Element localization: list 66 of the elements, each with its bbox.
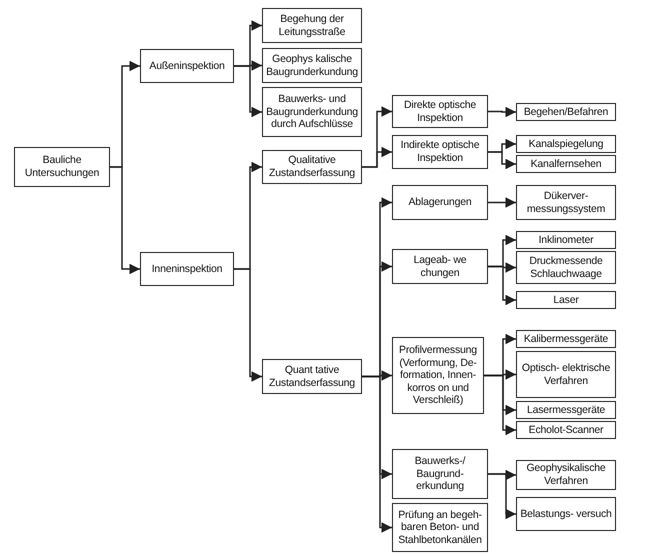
process-box [516,421,616,439]
process-box [516,155,616,173]
box-label: Geophysikalische Verfahren [525,462,607,488]
process-box [392,185,488,220]
process-box [516,135,616,153]
box-label: Indirekte optische Inspektion [400,139,480,165]
process-box [262,87,362,137]
arrow [362,376,392,533]
box-label: Qualitative Zustandserfassung [268,154,356,180]
box-label: Begehen/Befahren [524,106,608,118]
box-label: Geophys kalische Baugrunderkundung [265,52,359,78]
arrow [488,197,516,208]
box-label: Druckmessende Schlauchwaage [528,254,604,280]
arrow [488,151,516,170]
process-box [516,103,616,121]
process-box [262,150,362,184]
process-box [516,185,616,220]
process-box [516,251,616,284]
process-box [516,460,616,490]
process-box [392,337,484,414]
process-box [140,252,234,286]
process-box [392,135,488,169]
box-label: Kanalspiegelung [528,138,604,150]
process-box [392,249,488,284]
box-label: Inneninspektion [152,262,222,276]
box-label: Profilvermessung (Verformung, De- formation, Innen- korros on und Verschleiß) [398,344,478,407]
box-label: Bauliche Untersuchungen [24,154,100,180]
box-label: Begehung der Leitungsstraße [278,12,346,38]
box-label: Inklinometer [538,234,594,246]
process-box [516,231,616,249]
box-label: Dükerver- messungssystem [526,190,606,216]
process-box [516,351,616,398]
process-box [516,330,616,348]
arrow [362,146,392,168]
process-box [392,95,488,128]
box-label: Außeninspektion [149,60,225,72]
process-box [14,147,110,187]
process-box [392,449,488,499]
box-label: Kalibermessgeräte [524,332,608,346]
box-label: Lasermessgeräte [526,404,606,416]
box-label: Optisch- elektrische Verfahren [520,362,612,388]
process-box [516,497,616,531]
process-box [140,49,234,83]
arrow [488,106,516,118]
box-label: Kanalfernsehen [530,158,602,170]
box-label: Bauwerks- und Baugrunderkundung durch Aufschlüsse [265,93,359,131]
arrow [488,266,516,306]
arrow [234,268,262,382]
box-label: Laser [553,294,579,306]
process-box [392,503,488,552]
process-box [516,291,616,309]
box-label: Bauwerks-/ Baugrund- erkundung [414,455,466,493]
box-label: Echolot-Scanner [528,424,604,436]
box-label: Ablagerungen [408,196,472,209]
box-label: Prüfung an begeh- baren Beton- und Stahlbetonkanälen [397,508,483,546]
arrow [488,473,516,520]
process-box [262,359,362,394]
arrow [484,374,516,436]
arrow [110,166,140,274]
process-box [262,8,362,43]
process-box [516,401,616,419]
box-label: Direkte optische Inspektion [402,98,478,124]
box-label: Belastungs- versuch [520,508,612,520]
arrow [234,65,262,118]
box-label: Lageab- we chungen [412,254,468,280]
box-label: Quant tative Zustandserfassung [268,364,356,390]
